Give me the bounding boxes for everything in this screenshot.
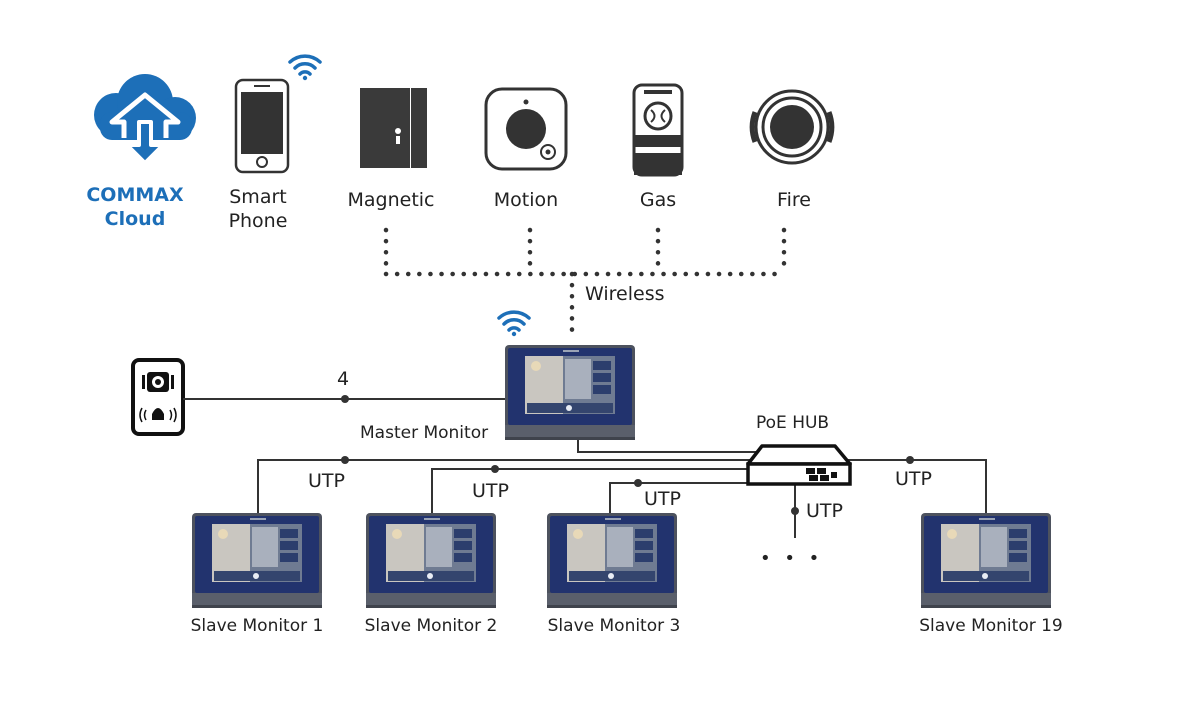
slave-monitor-3-device <box>547 513 677 608</box>
fire-sensor-icon <box>749 89 835 165</box>
master-monitor-label: Master Monitor <box>360 423 489 443</box>
door-wire-count: 4 <box>337 368 350 390</box>
utp-label-hub: UTP <box>806 500 843 522</box>
cloud-label-line2: Cloud <box>104 207 166 230</box>
slave-monitor-3-label: Slave Monitor 3 <box>547 616 681 636</box>
utp-label-19: UTP <box>895 468 932 490</box>
ellipsis-more-monitors: • • • <box>760 548 824 569</box>
cloud-label-line1: COMMAX <box>86 184 184 206</box>
door-station-icon <box>131 358 185 436</box>
slave-monitor-1-device <box>192 513 322 608</box>
slave-monitor-2-device <box>366 513 496 608</box>
fire-label: Fire <box>777 189 811 211</box>
master-monitor-device <box>505 345 635 440</box>
poe-hub-icon <box>746 444 852 486</box>
master-wifi-icon <box>497 310 531 337</box>
phone-label: Smart Phone <box>212 186 304 234</box>
utp-label-1: UTP <box>308 470 345 492</box>
smartphone-icon <box>234 78 290 174</box>
magnetic-label: Magnetic <box>347 189 435 211</box>
gas-sensor-icon <box>632 83 684 177</box>
cloud-label: COMMAX Cloud <box>80 184 190 232</box>
utp-label-2: UTP <box>472 480 509 502</box>
phone-label-line2: Phone <box>228 209 288 232</box>
slave-monitor-19-label: Slave Monitor 19 <box>919 616 1063 636</box>
wireless-label: Wireless <box>585 283 665 305</box>
motion-label: Motion <box>493 189 559 211</box>
utp-label-3: UTP <box>644 488 681 510</box>
motion-sensor-icon <box>484 87 568 171</box>
gas-label: Gas <box>639 189 677 211</box>
cloud-upload-icon <box>94 74 196 165</box>
magnetic-sensor-icon <box>360 88 427 168</box>
junction-dots <box>341 395 914 515</box>
slave-monitor-2-label: Slave Monitor 2 <box>364 616 498 636</box>
wifi-icon <box>288 54 322 81</box>
wireless-link <box>383 227 787 337</box>
phone-label-line1: Smart <box>229 186 287 208</box>
slave-monitor-19-device <box>921 513 1051 608</box>
poe-hub-label: PoE HUB <box>756 413 830 433</box>
slave-monitor-1-label: Slave Monitor 1 <box>190 616 324 636</box>
